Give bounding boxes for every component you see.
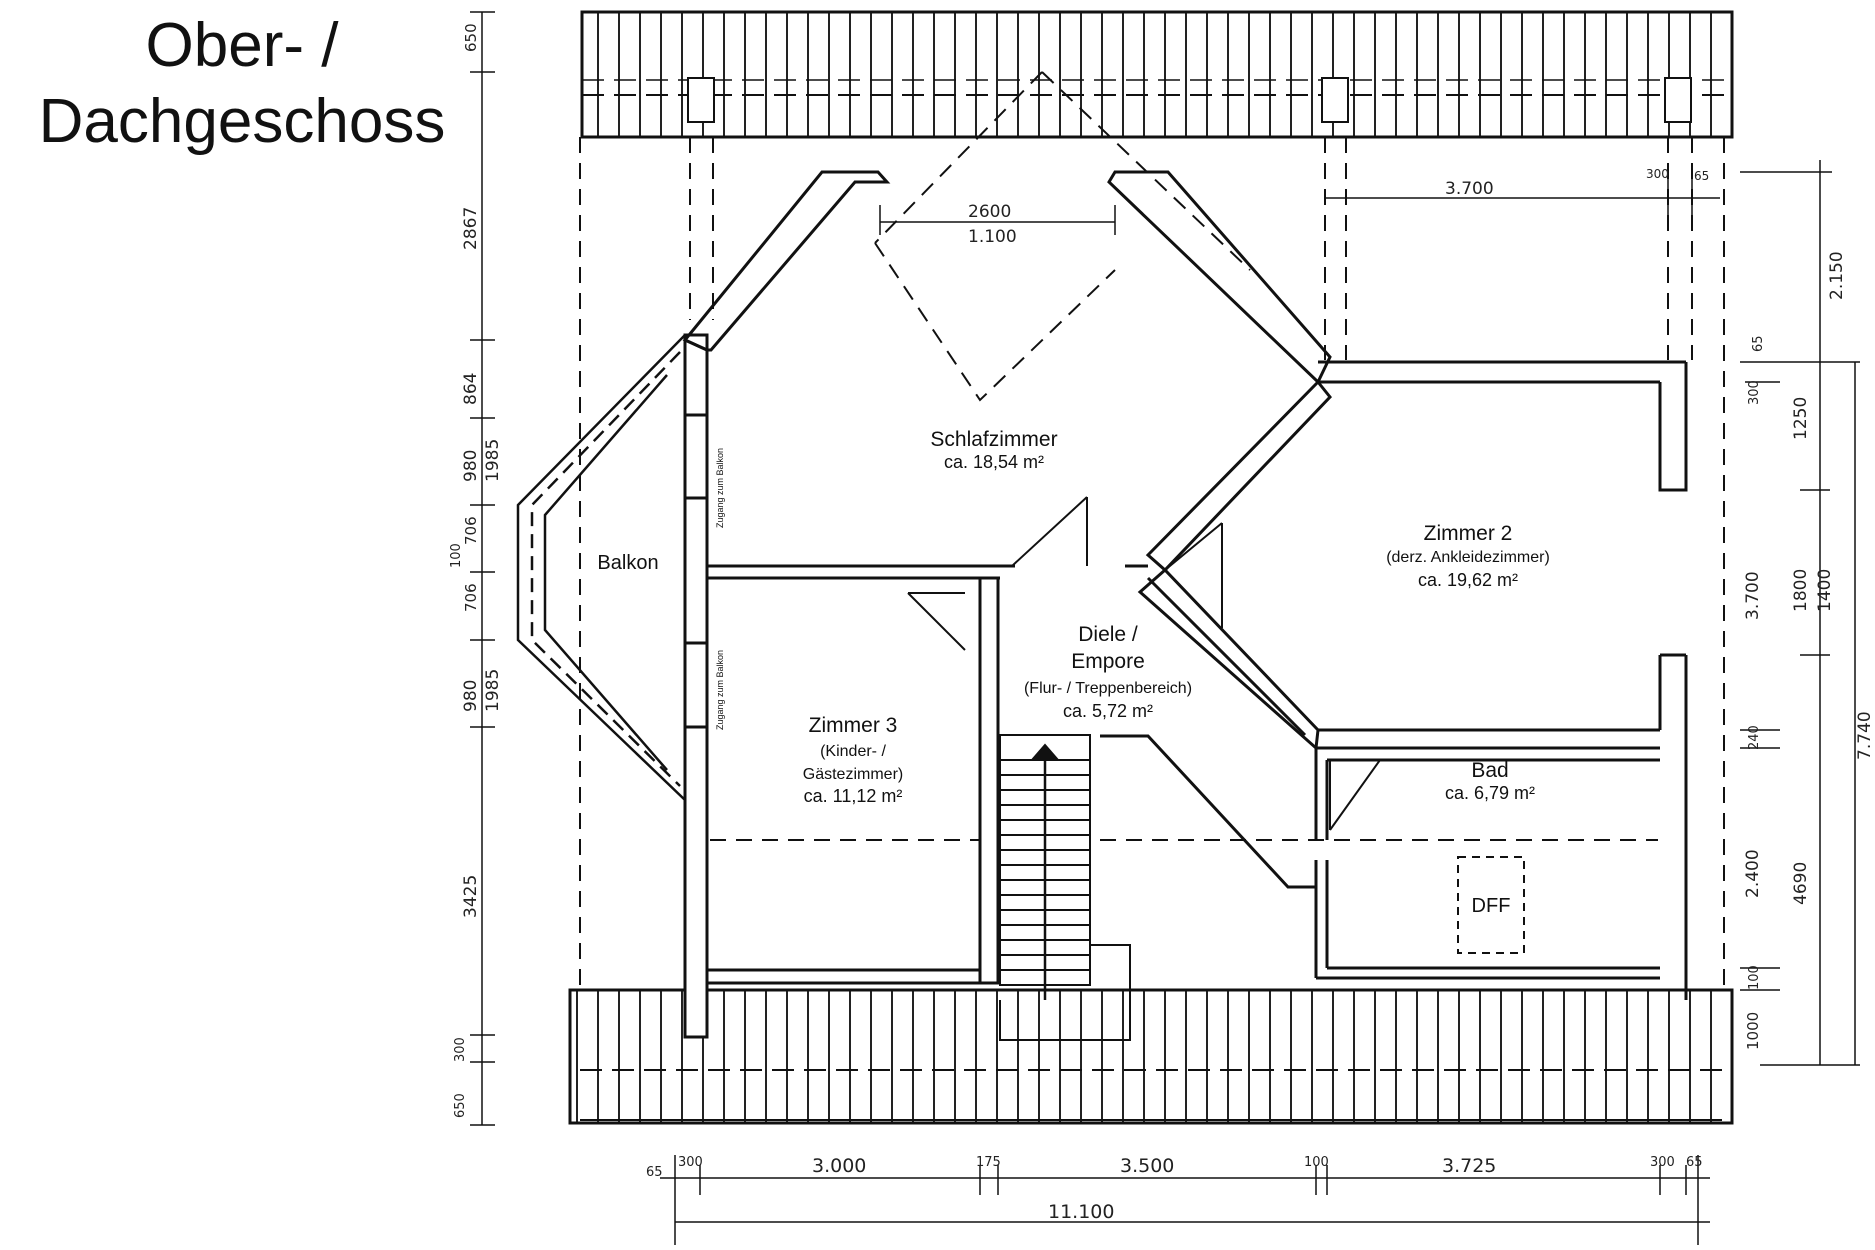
dim-r-65: 65 bbox=[1751, 335, 1766, 352]
doors bbox=[907, 496, 1381, 831]
dim-l-2867: 2867 bbox=[461, 207, 481, 250]
zimmer2-name: Zimmer 2 bbox=[1424, 522, 1513, 545]
dim-b-100: 100 bbox=[1304, 1155, 1329, 1170]
dim-t-3700: 3.700 bbox=[1445, 179, 1494, 199]
dim-b-300b: 300 bbox=[1650, 1155, 1675, 1170]
schlafzimmer-area: ca. 18,54 m² bbox=[944, 452, 1044, 472]
door-note-lower: Zugang zum Balkon bbox=[715, 650, 725, 730]
dim-l-706b: 706 bbox=[462, 583, 480, 612]
dim-l-3425: 3425 bbox=[461, 875, 481, 918]
zimmer2-area: ca. 19,62 m² bbox=[1418, 570, 1518, 590]
diele-area: ca. 5,72 m² bbox=[1063, 701, 1153, 721]
guide-lines bbox=[579, 71, 1725, 990]
zimmer3-name: Zimmer 3 bbox=[809, 714, 898, 737]
dim-l-100: 100 bbox=[449, 543, 464, 568]
zimmer3-note1: (Kinder- / bbox=[820, 743, 886, 760]
dim-b-65b: 65 bbox=[1686, 1155, 1703, 1170]
bad-area: ca. 6,79 m² bbox=[1445, 783, 1535, 803]
schlafzimmer-name: Schlafzimmer bbox=[930, 428, 1057, 451]
plan-title: Ober- / Dachgeschoss bbox=[12, 8, 472, 160]
dim-b-300a: 300 bbox=[678, 1155, 703, 1170]
dim-r-1800: 1800 bbox=[1791, 569, 1811, 612]
dim-l-300: 300 bbox=[453, 1037, 468, 1062]
dim-r-7740: 7.740 bbox=[1855, 711, 1875, 760]
zimmer3-note2: Gästezimmer) bbox=[803, 766, 903, 783]
dim-l-980b: 980 bbox=[461, 680, 481, 712]
dim-l-980a: 980 bbox=[461, 450, 481, 482]
dimension-labels-left: 650 2867 864 980 1985 706 100 706 980 19… bbox=[449, 23, 503, 1118]
dim-b-65a: 65 bbox=[646, 1165, 663, 1180]
stairs bbox=[999, 734, 1131, 1041]
dim-l-650a: 650 bbox=[462, 23, 480, 52]
walls bbox=[682, 170, 1688, 1039]
diele-name1: Diele / bbox=[1078, 623, 1138, 646]
dim-l-650b: 650 bbox=[453, 1093, 468, 1118]
dim-l-1985b: 1985 bbox=[483, 669, 503, 712]
dimensions-bottom bbox=[660, 1155, 1710, 1245]
dim-t-1100: 1.100 bbox=[968, 227, 1017, 247]
dimension-labels-top: 2600 1.100 3.700 300 65 bbox=[968, 167, 1709, 247]
zimmer3-area: ca. 11,12 m² bbox=[804, 786, 903, 806]
dimension-labels-bottom: 65 300 3.000 175 3.500 100 3.725 300 65 … bbox=[646, 1155, 1703, 1223]
zimmer2-note: (derz. Ankleidezimmer) bbox=[1386, 549, 1550, 566]
dim-r-1250: 1250 bbox=[1791, 397, 1811, 440]
dim-r-2150: 2.150 bbox=[1827, 251, 1847, 300]
dim-t-2600: 2600 bbox=[968, 202, 1011, 222]
dim-b-3725: 3.725 bbox=[1442, 1155, 1496, 1177]
plan-title-line2: Dachgeschoss bbox=[38, 87, 446, 156]
dim-b-3500: 3.500 bbox=[1120, 1155, 1174, 1177]
dim-b-3000: 3.000 bbox=[812, 1155, 866, 1177]
dimension-labels-right: 2.150 65 300 1250 3.700 1800 1400 240 2.… bbox=[1743, 251, 1875, 1050]
dim-r-1000: 1000 bbox=[1744, 1012, 1762, 1050]
room-labels: Schlafzimmer ca. 18,54 m² Zimmer 2 (derz… bbox=[597, 428, 1549, 806]
diele-note: (Flur- / Treppenbereich) bbox=[1024, 680, 1192, 697]
dim-r-2400: 2.400 bbox=[1743, 849, 1763, 898]
door-note-upper: Zugang zum Balkon bbox=[715, 448, 725, 528]
dim-t-65: 65 bbox=[1694, 169, 1709, 183]
balkon-name: Balkon bbox=[597, 552, 658, 574]
dim-l-1985a: 1985 bbox=[483, 439, 503, 482]
roof-top bbox=[580, 10, 1734, 139]
dff-label: DFF bbox=[1472, 895, 1511, 917]
dim-r-1400: 1400 bbox=[1815, 569, 1835, 612]
dim-r-100: 100 bbox=[1747, 965, 1762, 990]
dim-l-706a: 706 bbox=[462, 516, 480, 545]
dim-r-300: 300 bbox=[1747, 380, 1762, 405]
dim-t-300: 300 bbox=[1646, 167, 1669, 181]
dimensions-right bbox=[1740, 160, 1860, 1066]
dff-window: DFF bbox=[1457, 856, 1525, 954]
dim-r-3700: 3.700 bbox=[1743, 571, 1763, 620]
diele-name2: Empore bbox=[1071, 650, 1145, 673]
dim-r-4690: 4690 bbox=[1791, 862, 1811, 905]
dim-l-864: 864 bbox=[461, 373, 481, 405]
dimensions-left bbox=[470, 11, 495, 1126]
dim-b-175: 175 bbox=[976, 1155, 1001, 1170]
dim-b-total: 11.100 bbox=[1048, 1201, 1114, 1223]
dimensions-top bbox=[879, 178, 1720, 235]
roof-bottom bbox=[568, 988, 1734, 1125]
balcony bbox=[516, 334, 686, 801]
dim-r-240: 240 bbox=[1747, 725, 1762, 750]
plan-title-line1: Ober- / bbox=[145, 11, 339, 80]
bad-name: Bad bbox=[1471, 759, 1508, 782]
